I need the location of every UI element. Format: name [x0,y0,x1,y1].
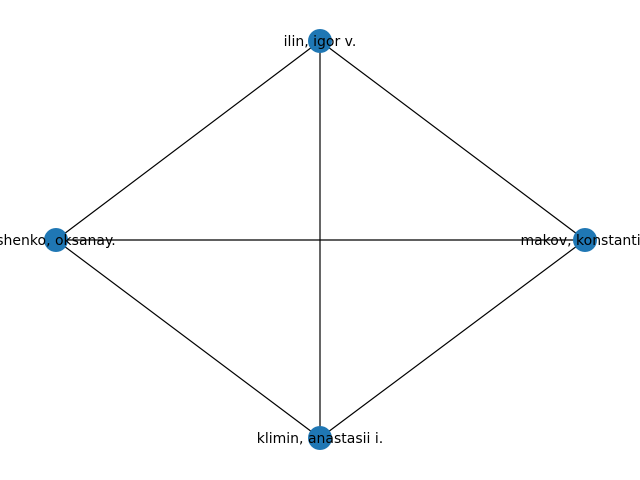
node-bottom [308,426,332,450]
edges-layer [55,40,586,439]
node-label-right: makov, konstantin [520,233,640,249]
node-label-top: ilin, igor v. [284,34,357,50]
labels-layer: ilin, igor v. shenko, oksanay. makov, kons… [0,34,640,447]
edge-right-bottom [319,239,586,439]
nodes-layer [44,29,597,450]
edge-top-left [55,40,321,241]
node-left [44,228,68,252]
node-right [573,228,597,252]
edge-top-right [319,40,586,241]
edge-left-bottom [55,239,321,439]
node-label-left: shenko, oksanay. [0,233,116,249]
node-top [308,29,332,53]
node-label-bottom: klimin, anastasii i. [257,431,383,447]
